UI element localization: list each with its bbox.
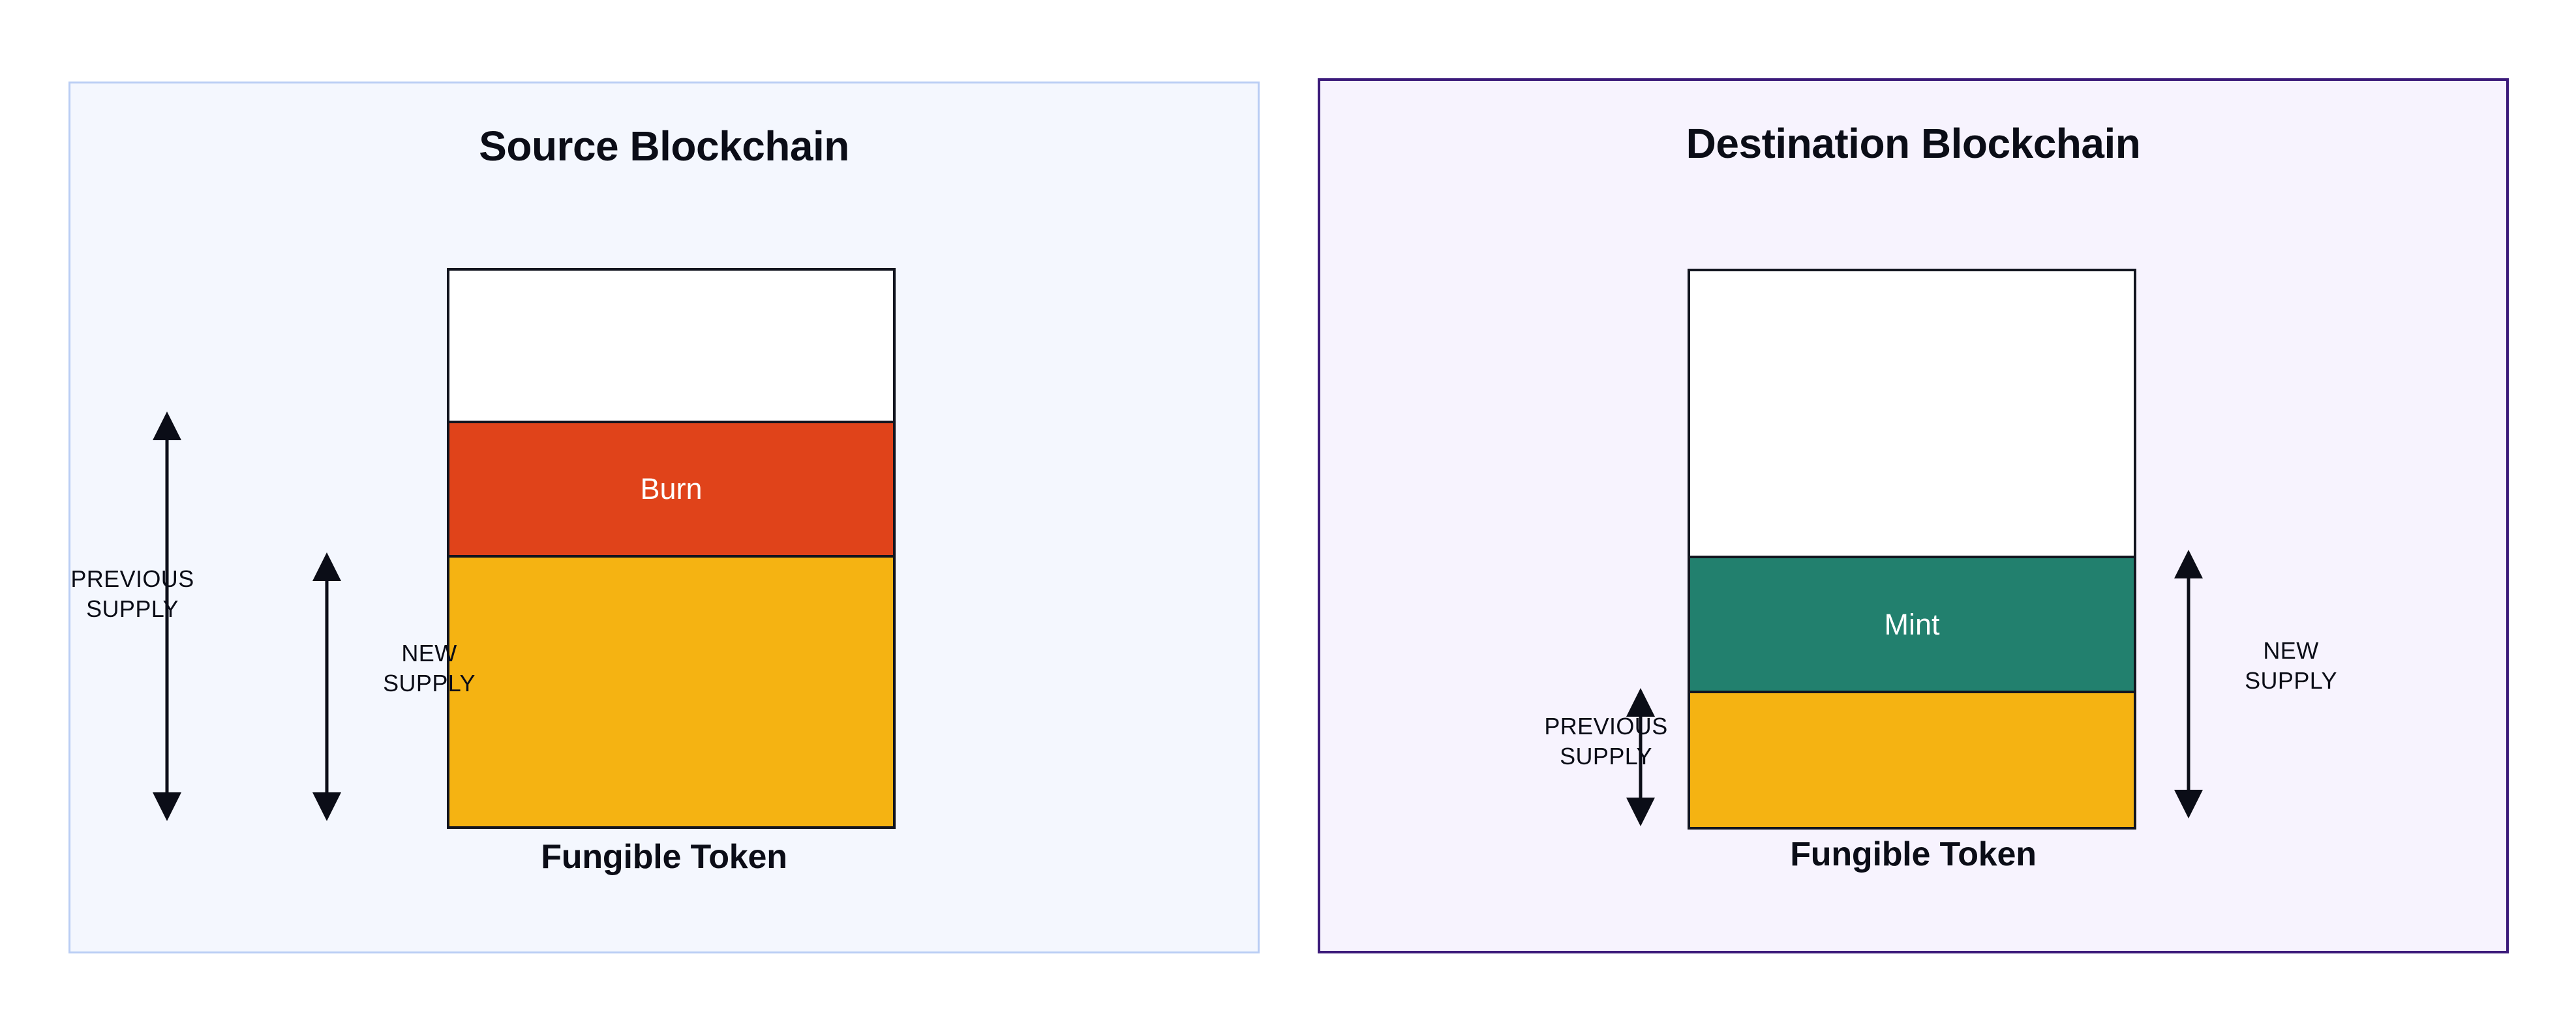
destination-new-supply-label: NEW SUPPLY bbox=[2245, 637, 2337, 694]
destination-bar-segment-existing-supply bbox=[1690, 690, 2134, 828]
destination-new-supply-arrow bbox=[2174, 550, 2203, 818]
source-new-supply-arrow bbox=[312, 552, 341, 821]
source-bar-segment-burn: Burn bbox=[449, 420, 893, 555]
destination-bar-segment-mint: Mint bbox=[1690, 555, 2134, 691]
source-bar-segment-remaining-supply bbox=[449, 554, 893, 826]
destination-panel-title: Destination Blockchain bbox=[1686, 120, 2141, 167]
destination-previous-supply-label: PREVIOUS SUPPLY bbox=[1544, 713, 1668, 770]
burn-label: Burn bbox=[640, 472, 703, 506]
source-token-supply-bar: Burn bbox=[447, 268, 896, 829]
destination-panel-caption: Fungible Token bbox=[1790, 835, 2037, 873]
destination-blockchain-panel: Destination Blockchain Mint PREVIOUS SUP… bbox=[1318, 78, 2509, 953]
source-new-supply-label: NEW SUPPLY bbox=[383, 640, 476, 696]
source-panel-title: Source Blockchain bbox=[479, 123, 849, 170]
source-panel-caption: Fungible Token bbox=[541, 838, 787, 876]
source-blockchain-panel: Source Blockchain Burn PREVIOUS SUPPLY bbox=[68, 82, 1260, 953]
mint-label: Mint bbox=[1884, 607, 1940, 641]
destination-token-supply-bar: Mint bbox=[1688, 269, 2136, 830]
source-previous-supply-arrow bbox=[153, 412, 181, 821]
destination-previous-supply-arrow bbox=[1626, 688, 1655, 826]
destination-bar-segment-headroom bbox=[1690, 271, 2134, 556]
source-bar-segment-headroom bbox=[449, 271, 893, 421]
source-previous-supply-label: PREVIOUS SUPPLY bbox=[70, 565, 194, 622]
